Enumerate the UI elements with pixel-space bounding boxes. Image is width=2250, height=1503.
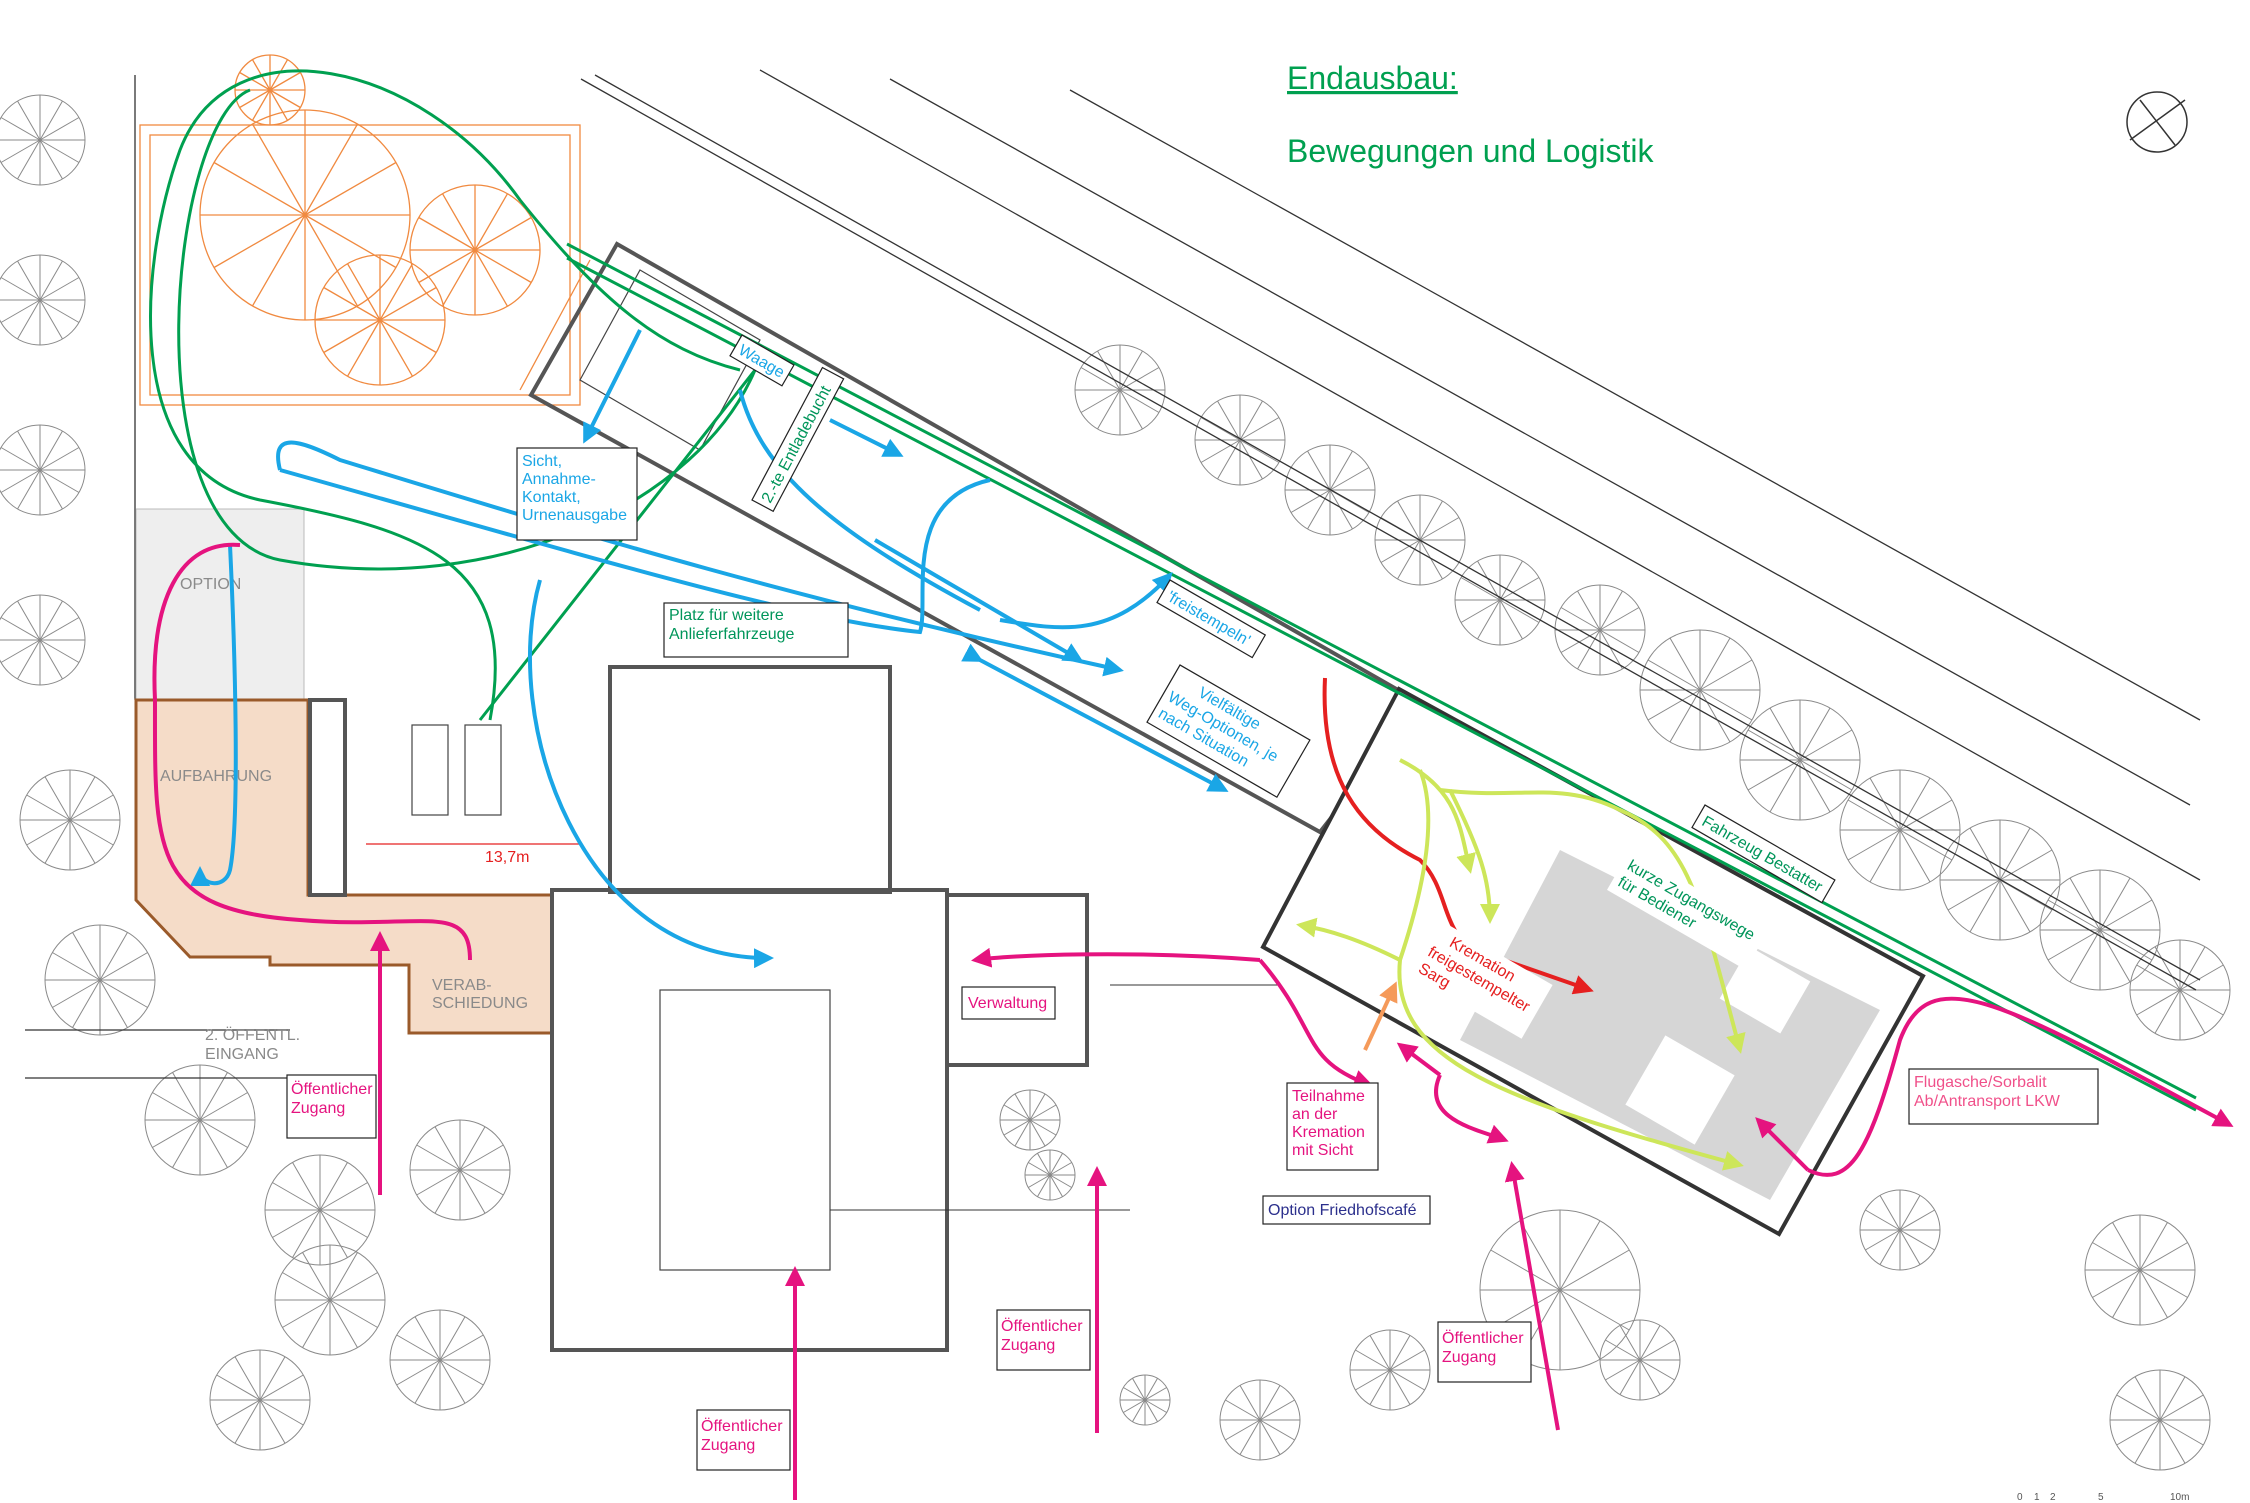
label-verwaltung-text: Verwaltung <box>968 995 1047 1012</box>
title-line-2: Bewegungen und Logistik <box>1287 133 1655 169</box>
tree-icon <box>1349 1329 1431 1411</box>
tree-icon <box>2084 1214 2196 1326</box>
public-access-4-line1: Öffentlicher <box>1442 1329 1524 1347</box>
option-area <box>135 508 305 701</box>
note-teilnahme-4: mit Sicht <box>1292 1142 1354 1159</box>
scale-2: 2 <box>2050 1492 2056 1503</box>
public-access-1-line2: Zugang <box>291 1100 345 1117</box>
note-sicht-1: Sicht, <box>522 453 562 470</box>
tree-icon <box>0 594 86 686</box>
tree-icon <box>1024 1149 1076 1201</box>
magenta-routes <box>152 542 2234 1500</box>
orange-tree-icon <box>234 54 306 126</box>
tree-icon <box>1639 629 1761 751</box>
note-sicht-3: Kontakt, <box>522 489 581 506</box>
note-flugasche: Flugasche/Sorbalit Ab/Antransport LKW <box>1908 1068 2099 1125</box>
note-vielfaeltige: Vielfältige Weg-Optionen, je nach Situat… <box>1146 664 1311 798</box>
scale-1: 1 <box>2034 1492 2040 1503</box>
note-platz-1: Platz für weitere <box>669 607 784 624</box>
tree-icon <box>1374 494 1466 586</box>
tree-icon <box>1859 1189 1941 1271</box>
note-teilnahme-2: an der <box>1292 1106 1338 1123</box>
dimension-label: 13,7m <box>485 849 529 866</box>
room-aufbahrung: AUFBAHRUNG <box>160 768 272 785</box>
dimension-line: 13,7m <box>366 843 581 866</box>
public-access-4: Öffentlicher Zugang <box>1437 1321 1532 1383</box>
note-platz-2: Anlieferfahrzeuge <box>669 626 795 643</box>
note-platz: Platz für weitere Anlieferfahrzeuge <box>663 602 849 658</box>
room-option: OPTION <box>180 576 241 593</box>
tree-icon <box>389 1309 491 1411</box>
room-verabschiedung-2: SCHIEDUNG <box>432 995 528 1012</box>
tree-icon <box>2109 1369 2211 1471</box>
scale-10m: 10m <box>2170 1492 2189 1503</box>
tree-icon <box>1599 1319 1681 1401</box>
note-freistempeln: 'freistempeln' <box>1156 579 1267 659</box>
label-friedhofscafe-text: Option Friedhofscafé <box>1268 1202 1417 1219</box>
tree-icon <box>409 1119 511 1221</box>
tree-icon <box>0 254 86 346</box>
north-arrow-icon <box>2126 91 2188 153</box>
tree-icon <box>0 94 86 186</box>
road-lines <box>25 69 2201 1079</box>
tree-icon <box>1454 554 1546 646</box>
public-access-2-line1: Öffentlicher <box>701 1417 783 1435</box>
tree-icon <box>19 769 121 871</box>
label-verwaltung: Verwaltung <box>961 986 1056 1020</box>
tree-icon <box>144 1064 256 1176</box>
orange-tree-icon <box>314 254 446 386</box>
public-access-2: Öffentlicher Zugang <box>696 1409 791 1471</box>
tree-icon <box>1939 819 2061 941</box>
tree-icon <box>274 1244 386 1356</box>
public-access-4-line2: Zugang <box>1442 1349 1496 1366</box>
public-access-3: Öffentlicher Zugang <box>996 1309 1091 1371</box>
tree-icon <box>264 1154 376 1266</box>
tree-icon <box>999 1089 1061 1151</box>
trees <box>0 54 2231 1471</box>
note-flugasche-2: Ab/Antransport LKW <box>1914 1093 2061 1110</box>
public-access-1: Öffentlicher Zugang <box>286 1074 377 1139</box>
label-friedhofscafe: Option Friedhofscafé <box>1262 1195 1431 1225</box>
note-sicht-2: Annahme- <box>522 471 596 488</box>
second-entrance-2: EINGANG <box>205 1046 279 1063</box>
tree-icon <box>44 924 156 1036</box>
note-sicht: Sicht, Annahme- Kontakt, Urnenausgabe <box>516 447 638 541</box>
second-entrance-1: 2. ÖFFENTL. <box>205 1026 300 1044</box>
public-access-2-line2: Zugang <box>701 1437 755 1454</box>
note-sicht-4: Urnenausgabe <box>522 507 627 524</box>
note-teilnahme: Teilnahme an der Kremation mit Sicht <box>1286 1082 1379 1171</box>
tree-icon <box>209 1349 311 1451</box>
tree-icon <box>1119 1374 1171 1426</box>
tree-icon <box>1074 344 1166 436</box>
orange-tree-icon <box>199 109 411 321</box>
note-teilnahme-3: Kremation <box>1292 1124 1365 1141</box>
room-verabschiedung-1: VERAB- <box>432 977 492 994</box>
tree-icon <box>1839 769 1961 891</box>
scale-5: 5 <box>2098 1492 2104 1503</box>
public-access-1-line1: Öffentlicher <box>291 1080 373 1098</box>
orange-route <box>1363 981 1398 1051</box>
orange-tree-icon <box>409 184 541 316</box>
buildings <box>308 241 1926 1352</box>
scale-bar: 0 1 2 5 10m <box>2017 1492 2189 1503</box>
note-flugasche-1: Flugasche/Sorbalit <box>1914 1074 2047 1091</box>
tree-icon <box>1554 584 1646 676</box>
tree-icon <box>1219 1379 1301 1461</box>
note-teilnahme-1: Teilnahme <box>1292 1088 1365 1105</box>
tree-icon <box>0 424 86 516</box>
tree-icon <box>2129 939 2231 1041</box>
scale-0: 0 <box>2017 1492 2023 1503</box>
public-access-3-line2: Zugang <box>1001 1337 1055 1354</box>
public-access-3-line1: Öffentlicher <box>1001 1317 1083 1335</box>
tree-plaza <box>139 124 591 406</box>
tree-icon <box>1194 394 1286 486</box>
tree-icon <box>2039 869 2161 991</box>
tree-icon <box>1739 699 1861 821</box>
title-line-1: Endausbau: <box>1287 60 1458 96</box>
